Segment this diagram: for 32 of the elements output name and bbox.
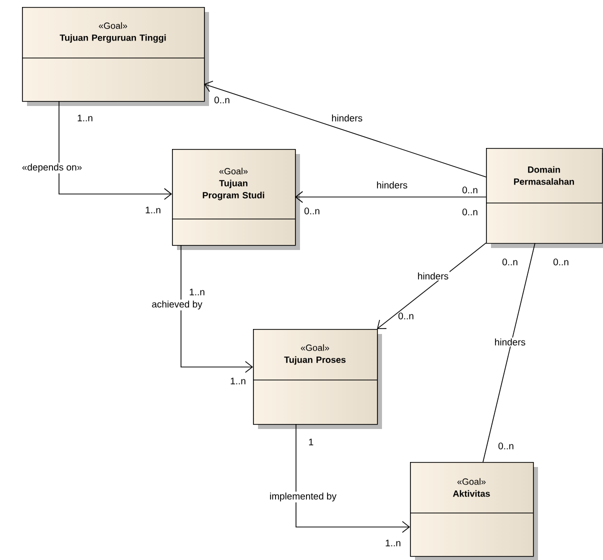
multiplicity-label: 1..n	[146, 206, 160, 214]
class-box: «Goal» Tujuan Perguruan Tinggi	[22, 7, 209, 106]
multiplicity-label: 1..n	[230, 378, 246, 384]
multiplicity-label: 0..n	[304, 208, 320, 214]
edge-label: hinders	[493, 338, 527, 346]
class-box: «Goal» Aktivitas	[410, 462, 538, 560]
multiplicity-label: 1	[309, 438, 314, 446]
edge-label: achieved by	[150, 300, 204, 310]
edge-label: hinders	[375, 180, 409, 190]
multiplicity-label: 0..n	[553, 258, 568, 266]
multiplicity-label: 1..n	[386, 540, 400, 546]
multiplicity-label: 0..n	[462, 186, 478, 194]
edge-label: hinders	[330, 114, 364, 122]
multiplicity-label: 1..n	[190, 288, 204, 296]
multiplicity-label: 0..n	[502, 258, 518, 266]
association-line	[180, 244, 253, 373]
association-line	[58, 100, 172, 200]
edge-label: implemented by	[268, 492, 338, 502]
multiplicity-label: 0..n	[398, 312, 414, 320]
multiplicity-label: 0..n	[498, 442, 514, 450]
multiplicity-label: 0..n	[214, 96, 230, 104]
edge-label: «depends on»	[20, 162, 84, 174]
multiplicity-label: 0..n	[462, 208, 478, 216]
class-box: Domain Permasalahan	[486, 148, 603, 248]
association-line	[377, 242, 486, 329]
association-line	[296, 424, 410, 533]
edge-label: hinders	[416, 272, 450, 280]
association-line	[482, 242, 536, 462]
association-line	[204, 80, 486, 178]
class-box: «Goal» Tujuan Proses	[252, 329, 382, 429]
association-line	[295, 191, 486, 203]
class-box: «Goal» Tujuan Program Studi	[172, 149, 300, 250]
